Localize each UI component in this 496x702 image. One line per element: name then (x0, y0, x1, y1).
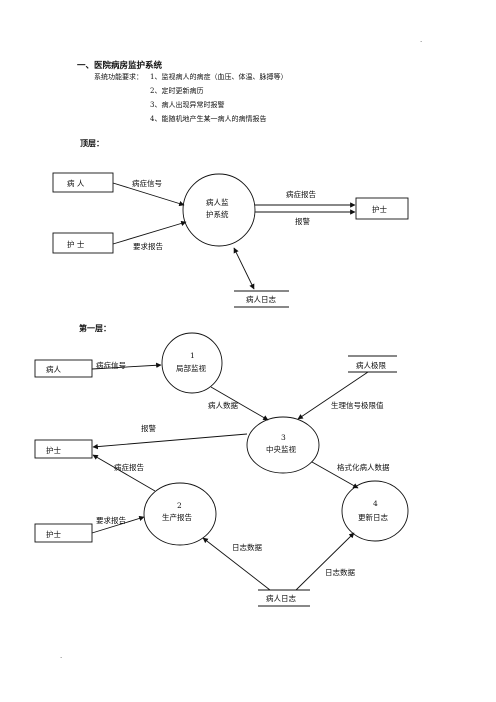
l1-store-limits: 病人极限 (356, 360, 386, 370)
top-process-line1: 病人监 (206, 197, 229, 207)
l1-flow-patient-data-arrow (210, 386, 269, 421)
top-store-label: 病人日志 (246, 294, 276, 304)
l1-flow-formatted-arrow (311, 461, 359, 489)
l1-entity-patient-box (34, 359, 93, 378)
top-level-diagram (52, 172, 409, 308)
l1-flow-patient-data: 病人数据 (208, 400, 238, 410)
top-entity-nurse-left-box (52, 232, 114, 254)
l1-flow-log-data-left: 日志数据 (232, 542, 262, 552)
corner-mark: . (420, 36, 423, 44)
doc-title: 一、医院病房监护系统 (77, 61, 163, 71)
l1-process-4-number: 4 (373, 499, 378, 508)
l1-process-2-circle (143, 482, 217, 546)
l1-flow-symptom: 病症信号 (96, 360, 126, 370)
top-entity-patient-box (52, 172, 114, 193)
first-level-labels: 病人 护士 护士 1 局部监视 2 生产报告 3 中央监视 4 更新日志 病人极… (46, 351, 390, 603)
top-flow-report: 病症报告 (286, 189, 316, 199)
l1-flow-alarm-arrow (92, 433, 248, 450)
l1-store-log: 病人日志 (266, 593, 296, 603)
top-process-circle (182, 173, 256, 247)
requirements-label: 系统功能要求： (94, 73, 143, 81)
requirement-item: 4、能随机地产生某一病人的病情报告 (150, 115, 267, 123)
top-flow-symptom: 病症信号 (132, 178, 162, 188)
l1-process-2-name: 生产报告 (162, 512, 192, 522)
l1-entity-nurse-b-box (34, 523, 93, 543)
l1-flow-log-data-right: 日志数据 (325, 567, 355, 577)
top-flow-alarm: 报警 (295, 216, 310, 226)
l1-flow-report-arrow (92, 454, 156, 492)
l1-process-2-number: 2 (177, 501, 182, 510)
requirement-item: 1、监视病人的病症（血压、体温、脉搏等） (150, 73, 288, 81)
top-flow-store-arrow (233, 247, 255, 290)
top-flow-symptom-arrow (112, 182, 185, 207)
l1-process-1-circle (161, 332, 223, 394)
first-level-diagram (34, 332, 409, 607)
l1-entity-nurse-a-box (34, 439, 93, 459)
l1-flow-log-data-left-arrow (202, 537, 271, 591)
l1-flow-request: 要求报告 (96, 515, 126, 525)
l1-flow-request-arrow (91, 515, 145, 534)
top-level-labels: 病 人 护 士 护士 病人监 护系统 病人日志 病症信号 要求报告 病症报告 报… (67, 178, 387, 304)
l1-process-3-circle (246, 416, 320, 474)
top-flow-request: 要求报告 (133, 241, 163, 251)
top-level-label: 顶层： (80, 138, 104, 148)
l1-flow-limit-values-arrow (297, 371, 369, 420)
top-flow-request-arrow (112, 220, 187, 245)
l1-flow-log-data-right-arrow (295, 532, 355, 591)
top-process-line2: 护系统 (206, 209, 229, 219)
corner-mark: . (60, 652, 63, 660)
l1-entity-patient: 病人 (46, 364, 61, 374)
top-entity-nurse-left: 护 士 (67, 239, 85, 249)
top-entity-nurse-right: 护士 (372, 204, 387, 214)
l1-flow-symptom-arrow (91, 362, 162, 370)
first-level-label: 第一层： (79, 323, 111, 333)
l1-process-4-name: 更新日志 (358, 512, 388, 522)
requirement-item: 2、定时更新病历 (150, 87, 204, 95)
l1-process-3-number: 3 (281, 433, 286, 442)
l1-flow-report: 病症报告 (114, 462, 144, 472)
l1-process-1-number: 1 (190, 351, 195, 360)
l1-flow-limit-values: 生理信号极限值 (331, 400, 384, 410)
l1-flow-alarm: 报警 (141, 423, 156, 433)
top-entity-nurse-right-box (355, 197, 409, 220)
l1-process-1-name: 局部监视 (176, 363, 206, 373)
l1-process-4-circle (341, 480, 409, 542)
l1-entity-nurse-a: 护士 (46, 445, 61, 455)
l1-process-3-name: 中央监视 (266, 444, 296, 454)
l1-entity-nurse-b: 护士 (46, 529, 61, 539)
top-entity-patient: 病 人 (67, 178, 85, 188)
requirement-item: 3、病人出现异常时报警 (150, 101, 225, 109)
l1-flow-formatted: 格式化病人数据 (337, 462, 390, 472)
